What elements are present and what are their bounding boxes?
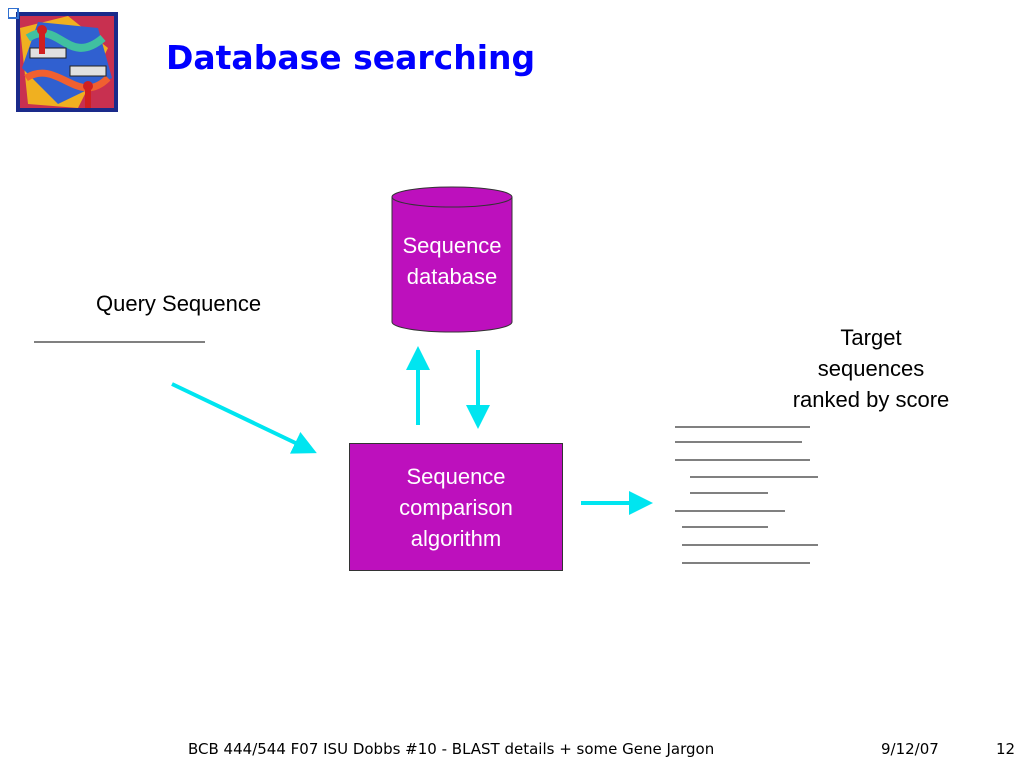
target-label-line: Target [840,325,902,350]
clipart-logo-icon [8,8,118,112]
database-label: Sequence database [392,230,512,292]
footer-text: BCB 444/544 F07 ISU Dobbs #10 - BLAST de… [188,740,715,758]
ranked-target-lines [675,426,818,564]
page-title: Database searching [166,38,536,77]
footer-page-number: 12 [996,740,1016,758]
algorithm-label-line: Sequence [406,463,506,489]
database-label-line: database [406,264,498,289]
algorithm-label-line: algorithm [410,525,502,551]
algorithm-label-line: comparison [399,494,513,520]
target-sequences-label: Target sequences ranked by score [776,322,966,415]
database-label-line: Sequence [402,233,502,258]
footer-date: 9/12/07 [881,740,939,758]
comparison-algorithm-box: Sequence comparison algorithm [349,443,563,571]
target-label-line: ranked by score [792,387,950,412]
algorithm-label: Sequence comparison algorithm [399,461,513,554]
query-sequence-label: Query Sequence [96,291,262,316]
sequence-database-cylinder [391,186,513,333]
target-label-line: sequences [817,356,925,381]
query-to-algorithm-arrow [171,382,317,454]
